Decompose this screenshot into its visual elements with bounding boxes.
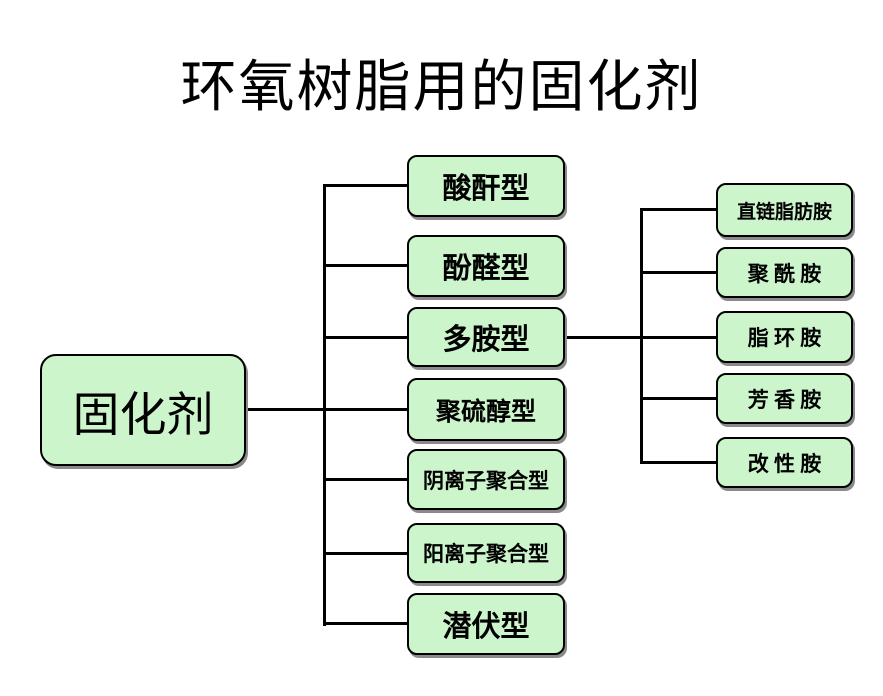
- connector-branch-aromatic-amine: [642, 397, 716, 400]
- node-anionic-polymerization-type: 阴离子聚合型: [407, 449, 565, 510]
- connector-branch-modified-amine: [642, 461, 716, 464]
- node-anhydride-type: 酸酐型: [407, 155, 565, 217]
- connector-branch-polyamine: [325, 336, 407, 339]
- connector-branch-aliphatic-amine: [642, 208, 716, 211]
- node-polythiol-type: 聚硫醇型: [407, 378, 565, 441]
- connector-trunk-level1: [323, 184, 326, 626]
- connector-root-to-trunk1: [246, 408, 407, 411]
- connector-branch-anionic: [325, 478, 407, 481]
- node-aromatic-amine: 芳 香 胺: [716, 373, 853, 424]
- connector-branch-phenolic: [325, 264, 407, 267]
- node-alicyclic-amine: 脂 环 胺: [716, 311, 853, 363]
- node-modified-amine: 改 性 胺: [716, 437, 853, 488]
- node-polyamine-type: 多胺型: [407, 307, 565, 367]
- node-cationic-polymerization-type: 阳离子聚合型: [407, 523, 565, 583]
- node-latent-type: 潜伏型: [407, 593, 565, 655]
- node-straight-chain-aliphatic-amine: 直链脂肪胺: [716, 183, 853, 237]
- connector-branch-latent: [325, 622, 407, 625]
- connector-branch-polyamide: [642, 271, 716, 274]
- slide-title: 环氧树脂用的固化剂: [180, 57, 703, 119]
- connector-branch-anhydride: [325, 184, 407, 187]
- node-phenolic-type: 酚醛型: [407, 235, 565, 297]
- connector-branch-cationic: [325, 552, 407, 555]
- node-curing-agent: 固化剂: [40, 354, 246, 466]
- node-polyamide: 聚 酰 胺: [716, 247, 853, 298]
- connector-trunk-level2: [640, 208, 643, 464]
